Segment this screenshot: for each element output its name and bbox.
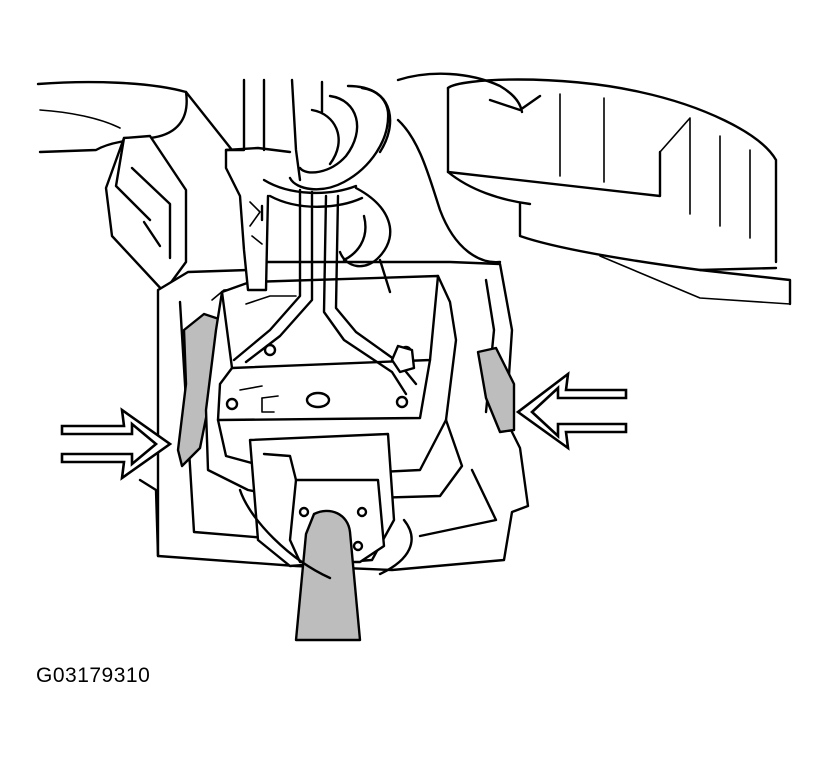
wire-harness bbox=[224, 78, 418, 396]
left-bracket bbox=[104, 134, 188, 294]
right-lock-tab bbox=[476, 346, 516, 434]
pointer-arrows bbox=[60, 371, 628, 481]
removal-tool bbox=[238, 432, 413, 642]
figure-caption: G03179310 bbox=[36, 664, 151, 687]
left-lock-tab bbox=[176, 312, 224, 468]
right-arrow-icon bbox=[515, 371, 628, 451]
locking-tabs bbox=[176, 312, 516, 468]
left-arrow-icon bbox=[60, 407, 173, 481]
background-housing bbox=[36, 72, 792, 306]
screwdriver-shaft bbox=[294, 509, 362, 642]
